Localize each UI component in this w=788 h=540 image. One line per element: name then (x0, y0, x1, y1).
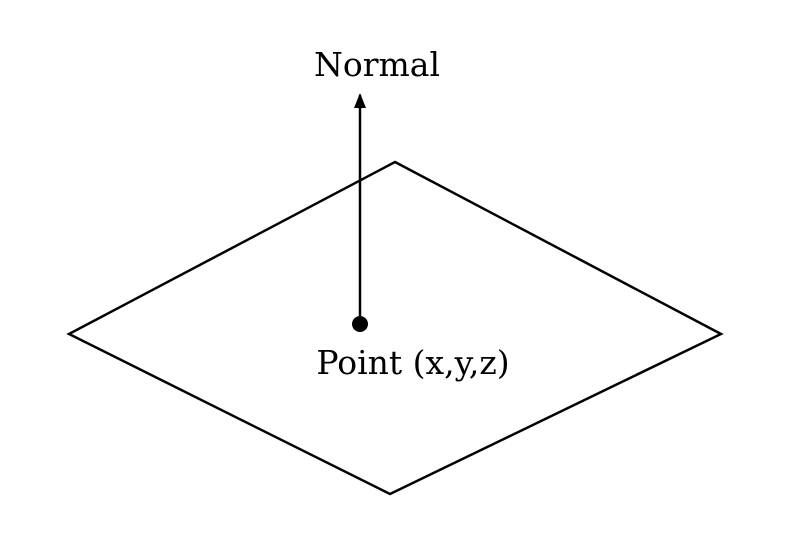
normal-label: Normal (314, 45, 440, 84)
point-label: Point (x,y,z) (316, 343, 509, 382)
point-marker (352, 316, 368, 332)
normal-arrowhead (354, 93, 366, 108)
plane-shape (66, 160, 724, 496)
